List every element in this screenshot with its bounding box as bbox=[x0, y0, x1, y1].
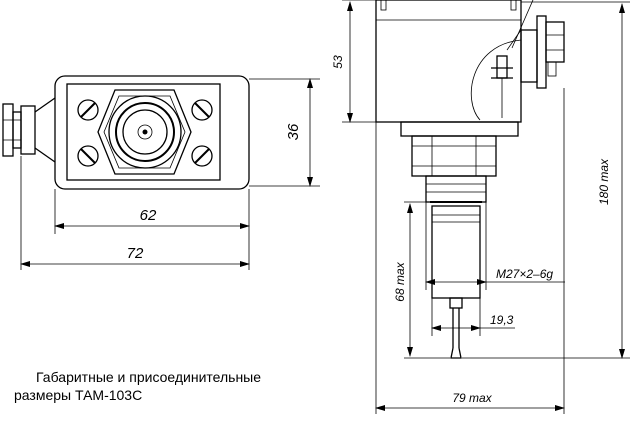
outer-ring bbox=[108, 95, 182, 169]
housing-outline bbox=[54, 75, 250, 190]
label-62: 62 bbox=[140, 207, 157, 224]
cover-plate bbox=[66, 83, 221, 181]
dim-thread bbox=[425, 202, 565, 290]
label-180-max: 180 max bbox=[597, 158, 611, 205]
flange bbox=[400, 121, 519, 137]
dim-79-max bbox=[375, 88, 565, 414]
caption-line-1: Габаритные и присоединительные bbox=[36, 369, 262, 385]
dim-180-max bbox=[462, 1, 630, 359]
label-36: 36 bbox=[285, 123, 302, 140]
head-box bbox=[375, 0, 522, 123]
thread-section bbox=[425, 175, 487, 203]
caption-line-2: размеры ТАМ-103С bbox=[14, 387, 143, 403]
figure-caption: Габаритные и присоединительные размеры Т… bbox=[14, 368, 284, 404]
dim-68-max bbox=[404, 201, 450, 359]
label-68-max: 68 max bbox=[393, 261, 407, 301]
terminal-block bbox=[496, 55, 508, 79]
dim-19-3 bbox=[431, 298, 515, 336]
hex-nut bbox=[97, 89, 192, 175]
label-53: 53 bbox=[331, 55, 345, 69]
front-view: 36 62 72 bbox=[2, 75, 320, 270]
dim-53 bbox=[342, 0, 376, 123]
label-19-3: 19,3 bbox=[490, 313, 514, 327]
dim-width-62 bbox=[54, 189, 250, 234]
side-view: 53 180 max 68 max M27×2–6g bbox=[331, 0, 630, 414]
probe-body bbox=[431, 205, 481, 299]
label-72: 72 bbox=[127, 245, 144, 262]
center-point bbox=[142, 129, 148, 135]
label-thread: M27×2–6g bbox=[496, 267, 553, 281]
dim-width-72 bbox=[20, 156, 250, 270]
screw-icon bbox=[77, 99, 213, 167]
cable-gland-left bbox=[2, 97, 56, 163]
label-79-max: 79 max bbox=[452, 391, 492, 405]
mount-nut bbox=[411, 135, 497, 177]
dim-height-36 bbox=[249, 78, 320, 187]
